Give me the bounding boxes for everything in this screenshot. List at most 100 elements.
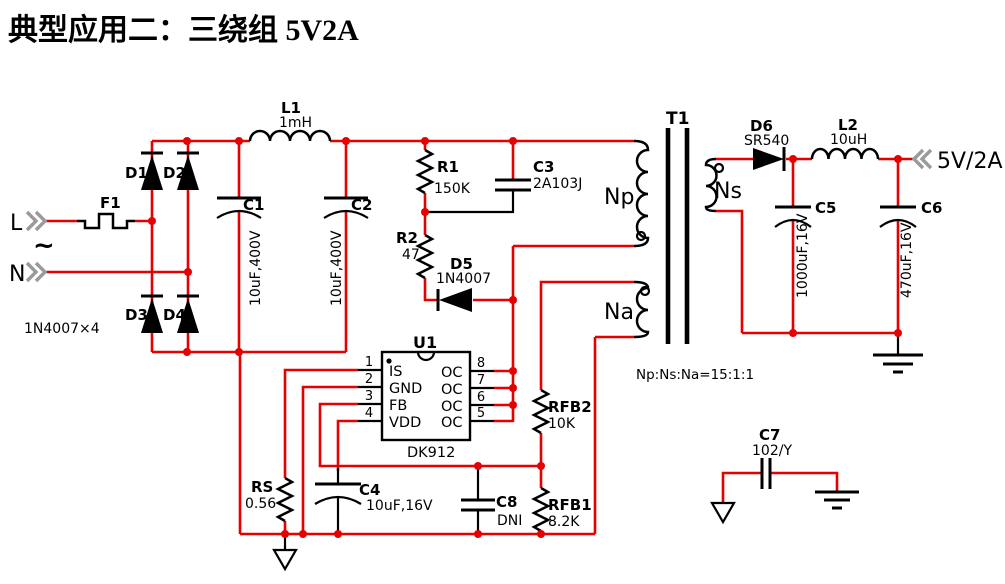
d6-ref: D6 bbox=[750, 117, 773, 135]
ic-notch bbox=[416, 351, 436, 362]
d1-ref: D1 bbox=[125, 164, 148, 182]
output-chevron-icon bbox=[919, 148, 933, 170]
c8-value: DNI bbox=[497, 513, 522, 529]
pin-number: 7 bbox=[477, 373, 485, 388]
rfb1-ref: RFB1 bbox=[548, 496, 592, 514]
c5-value: 1000uF,16V bbox=[795, 213, 811, 298]
pin-name-gnd: GND bbox=[389, 381, 422, 397]
primary-ground-icon bbox=[710, 501, 736, 525]
ns-phase-dot bbox=[713, 162, 725, 174]
t1-ref: T1 bbox=[666, 109, 689, 129]
pin-name-oc: OC bbox=[441, 415, 463, 431]
primary-ground-icon bbox=[272, 548, 298, 572]
c4-cap-symbol bbox=[314, 495, 362, 505]
c6-ref: C6 bbox=[921, 199, 942, 217]
ns-winding bbox=[704, 157, 718, 213]
l1-inductor-symbol bbox=[248, 129, 332, 142]
neutral-chevron-icon bbox=[25, 261, 39, 283]
feedback-network: RFB2 10K RFB1 8.2K C8 DNI bbox=[461, 388, 592, 534]
rfb1-value: 8.2K bbox=[548, 514, 580, 530]
l2-inductor-symbol bbox=[810, 147, 880, 160]
wires bbox=[45, 139, 913, 536]
c2-ref: C2 bbox=[351, 196, 372, 214]
bridge-part-number: 1N4007×4 bbox=[24, 321, 100, 337]
c2-cap-symbol bbox=[323, 209, 369, 219]
c5-cap-symbol bbox=[774, 218, 812, 228]
ac-symbol: ~ bbox=[33, 231, 55, 261]
output-chevron-icon bbox=[911, 148, 925, 170]
c4-ref: C4 bbox=[359, 481, 380, 499]
pin-name-oc: OC bbox=[441, 382, 463, 398]
c3-bottom-lead bbox=[425, 190, 515, 214]
pin-number: 2 bbox=[365, 372, 373, 387]
l2-ref: L2 bbox=[838, 116, 858, 134]
ic-u1: U1 DK912 1 2 3 4 8 7 6 5 IS GND FB VDD O… bbox=[358, 333, 494, 461]
page-title: 典型应用二：三绕组 5V2A bbox=[8, 13, 359, 47]
d3-ref: D3 bbox=[125, 306, 148, 324]
sense-resistor-rs: RS 0.56 bbox=[245, 476, 295, 523]
d2-diode-symbol bbox=[177, 155, 199, 190]
l1-value: 1mH bbox=[279, 115, 312, 131]
d5-value: 1N4007 bbox=[436, 271, 491, 287]
pin-name-oc: OC bbox=[441, 365, 463, 381]
r2-resistor-symbol bbox=[415, 233, 435, 280]
c1-value: 10uF,400V bbox=[248, 230, 264, 306]
rs-ref: RS bbox=[251, 478, 273, 496]
rfb2-resistor-symbol bbox=[531, 388, 551, 435]
c5-ref: C5 bbox=[815, 199, 836, 217]
np-label: Np bbox=[604, 185, 634, 210]
line-input-label: L bbox=[10, 211, 23, 236]
pin-number: 6 bbox=[477, 390, 485, 405]
d6-value: SR540 bbox=[744, 133, 789, 149]
transformer-t1: T1 Np Na Ns Np:Ns:Na=15:1:1 bbox=[604, 109, 754, 383]
pin-number: 4 bbox=[365, 406, 373, 421]
output-stage: D6 SR540 L2 10uH C5 1000uF,16V C6 470uF,… bbox=[744, 116, 1003, 298]
ns-label: Ns bbox=[714, 179, 742, 204]
pin-number: 8 bbox=[477, 356, 485, 371]
vdd-cap-c4: C4 10uF,16V bbox=[314, 468, 433, 534]
c6-value: 470uF,16V bbox=[899, 222, 915, 298]
junction-dots bbox=[148, 137, 902, 538]
d2-ref: D2 bbox=[163, 164, 186, 182]
pin-number: 5 bbox=[477, 406, 485, 421]
r2-ref: R2 bbox=[396, 229, 418, 247]
rfb1-resistor-symbol bbox=[531, 486, 551, 533]
d6-diode-symbol bbox=[753, 148, 784, 170]
c8-ref: C8 bbox=[496, 493, 517, 511]
emi-filter: L1 1mH C1 10uF,400V C2 10uF,400V bbox=[216, 99, 372, 306]
u1-part: DK912 bbox=[407, 445, 455, 461]
pin-name-oc: OC bbox=[441, 399, 463, 415]
rfb2-ref: RFB2 bbox=[548, 398, 592, 416]
output-label: 5V/2A bbox=[937, 149, 1003, 174]
neutral-input-label: N bbox=[9, 262, 25, 287]
line-chevron-icon bbox=[34, 210, 48, 232]
d1-diode-symbol bbox=[141, 155, 163, 190]
na-phase-dot bbox=[639, 285, 651, 297]
rs-value: 0.56 bbox=[245, 496, 276, 512]
d4-diode-symbol bbox=[177, 298, 199, 333]
pin-name-is: IS bbox=[389, 364, 402, 380]
ic-body bbox=[380, 350, 472, 442]
fuse-ref: F1 bbox=[100, 194, 121, 212]
c1-cap-symbol bbox=[216, 209, 262, 219]
ic-pin1-dot bbox=[386, 358, 392, 364]
pin-number: 1 bbox=[365, 355, 373, 370]
l1-ref: L1 bbox=[281, 99, 301, 117]
rs-resistor-symbol bbox=[275, 476, 295, 523]
c4-value: 10uF,16V bbox=[366, 498, 433, 514]
u1-ref: U1 bbox=[413, 333, 437, 352]
bridge-rectifier: D1 D2 D3 D4 1N4007×4 bbox=[24, 151, 199, 337]
rfb2-value: 10K bbox=[548, 416, 576, 432]
r1-value: 150K bbox=[434, 181, 471, 197]
c2-value: 10uF,400V bbox=[329, 230, 345, 306]
line-chevron-icon bbox=[25, 210, 39, 232]
clamp-network: R1 150K R2 47 C3 2A103J D5 1N4007 bbox=[396, 148, 582, 312]
pin-name-fb: FB bbox=[389, 398, 407, 414]
np-winding bbox=[633, 139, 650, 248]
r1-ref: R1 bbox=[437, 158, 459, 176]
r2-value: 47 bbox=[402, 247, 420, 263]
pin-number: 3 bbox=[365, 389, 373, 404]
neutral-chevron-icon bbox=[34, 261, 48, 283]
